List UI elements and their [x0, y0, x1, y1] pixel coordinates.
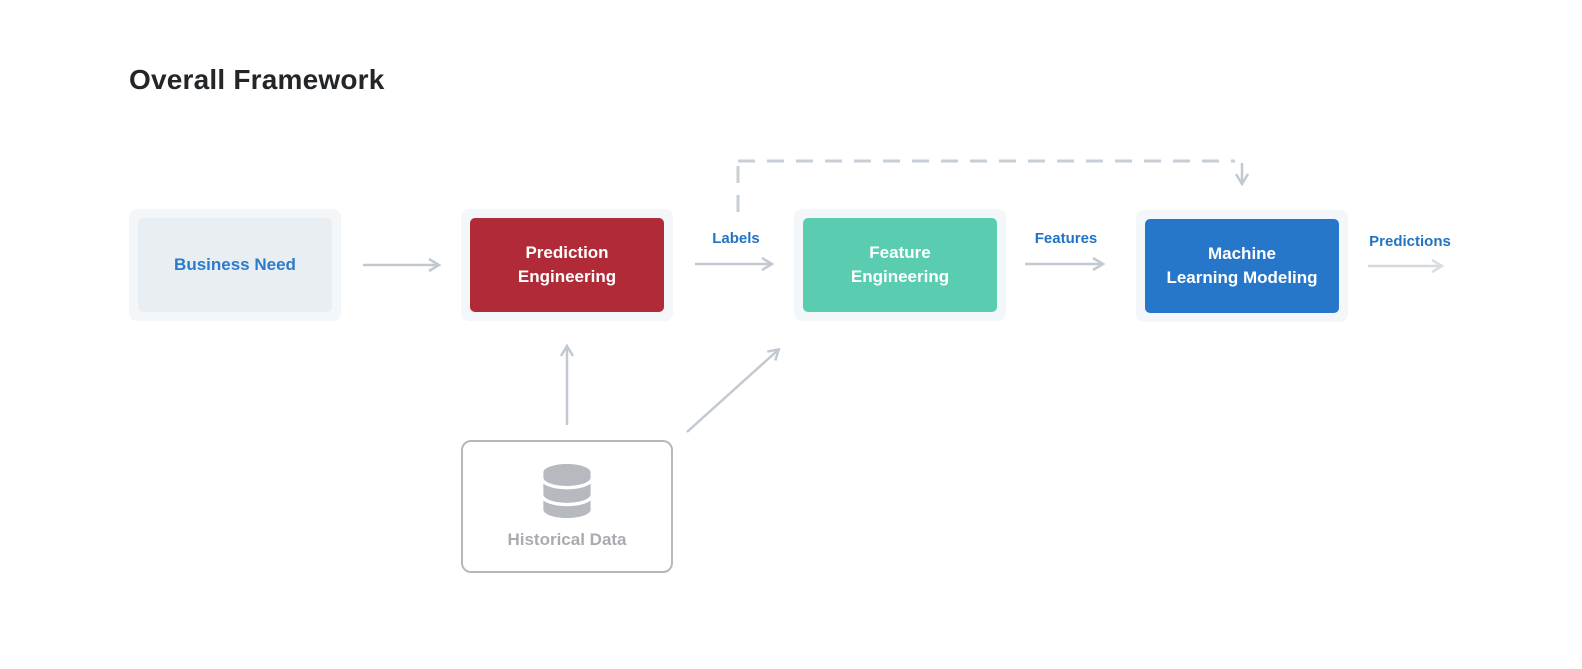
edge-label-labels: Labels: [712, 230, 760, 247]
node-label-line2: Learning Modeling: [1166, 268, 1318, 287]
page-title: Overall Framework: [129, 64, 385, 95]
node-feature-engineering: Feature Engineering: [794, 209, 1006, 321]
node-machine-learning-modeling: Machine Learning Modeling: [1136, 210, 1348, 322]
node-label-line1: Machine: [1207, 244, 1277, 263]
node-historical-data: Historical Data: [461, 440, 673, 573]
node-feature-engineering-box: Feature Engineering: [803, 218, 997, 312]
node-prediction-engineering: Prediction Engineering: [461, 209, 673, 321]
node-label-line1: Prediction: [525, 243, 609, 262]
edge-label-features: Features: [1034, 230, 1098, 247]
node-label: Business Need: [174, 255, 296, 274]
node-label-line2: Engineering: [850, 267, 950, 286]
node-historical-data-label: Historical Data: [507, 529, 627, 549]
edge-label-predictions: Predictions: [1369, 233, 1451, 250]
node-label-line2: Engineering: [517, 267, 617, 286]
arrow-historical-to-feature: [686, 347, 781, 433]
database-icon: [543, 463, 591, 518]
node-business-need: Business Need: [129, 209, 341, 321]
node-label-line1: Feature: [869, 243, 931, 262]
node-business-need-box: Business Need: [138, 218, 332, 312]
node-machine-learning-modeling-box: Machine Learning Modeling: [1145, 219, 1339, 313]
node-prediction-engineering-box: Prediction Engineering: [470, 218, 664, 312]
